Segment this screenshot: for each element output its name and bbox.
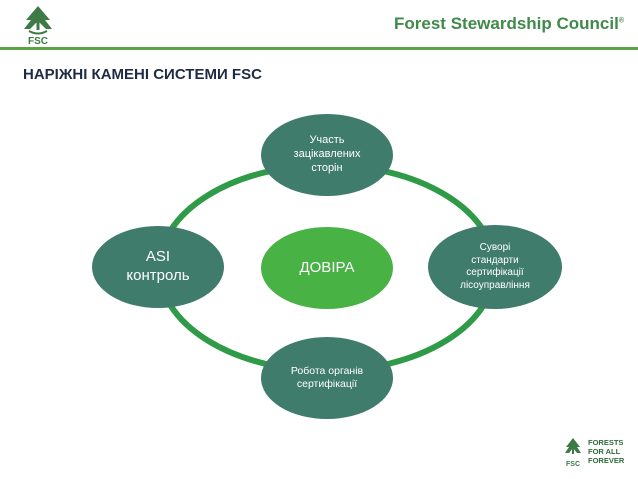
- center-label: ДОВІРА: [299, 258, 355, 276]
- slide-title: НАРІЖНІ КАМЕНІ СИСТЕМИ FSC: [23, 66, 262, 83]
- node-top: [261, 114, 393, 196]
- node-bottom: [261, 337, 393, 419]
- footer-tagline: FORESTS FOR ALL FOREVER: [588, 438, 625, 465]
- fsc-footer-tree-icon: FSC: [565, 438, 581, 468]
- header: FSC Forest Stewardship Council®: [0, 0, 638, 50]
- node-left: [92, 226, 224, 308]
- node-top-label: Участь зацікавлених сторін: [293, 134, 361, 174]
- fsc-logo-text: FSC: [28, 36, 48, 46]
- footer-logo: FSC FORESTS FOR ALL FOREVER: [562, 437, 632, 471]
- node-left-label: ASI контроль: [126, 248, 190, 284]
- node-right-label: Суворі стандарти сертифікації лісоуправл…: [460, 242, 530, 291]
- brand-registered-mark: ®: [618, 17, 624, 25]
- node-bottom-label: Робота органів сертифікації: [290, 364, 364, 390]
- header-divider: [0, 47, 638, 50]
- brand-name: Forest Stewardship Council®: [394, 14, 624, 34]
- brand-name-text: Forest Stewardship Council: [394, 14, 619, 33]
- node-right: [428, 225, 562, 309]
- center-circle: [261, 227, 393, 309]
- fsc-tree-logo-icon: FSC: [24, 6, 52, 46]
- fsc-footer-logo-text: FSC: [566, 461, 580, 468]
